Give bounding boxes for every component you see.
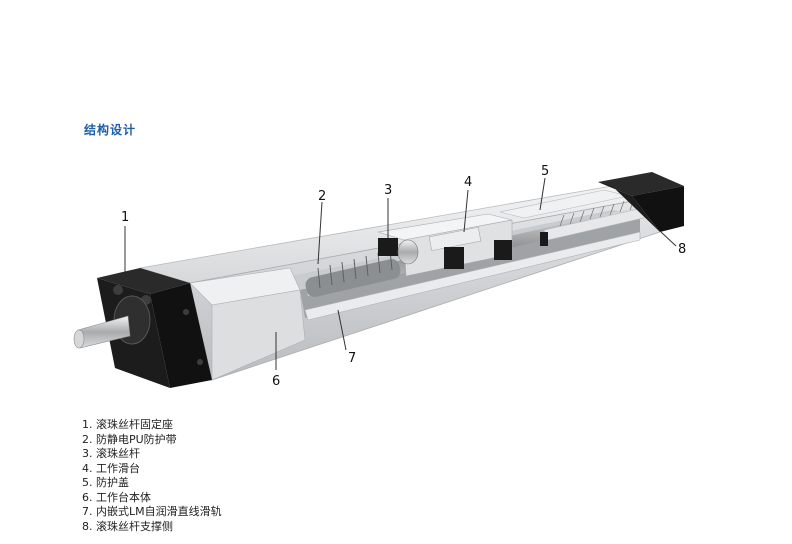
callout-5: 5 <box>541 164 549 179</box>
callout-2: 2 <box>318 189 326 204</box>
linear-guide-rail <box>304 231 641 321</box>
callout-1: 1 <box>121 210 129 225</box>
legend-item: 2. 防静电PU防护带 <box>82 432 177 446</box>
callout-6: 6 <box>272 374 280 389</box>
callout-leaders <box>124 177 677 370</box>
ball-screw-fixed-seat <box>97 268 212 388</box>
linear-module-diagram: 1 2 3 4 5 6 7 8 <box>73 164 686 389</box>
callout-3: 3 <box>384 183 392 198</box>
callout-7: 7 <box>348 351 356 366</box>
component-legend: 1. 滚珠丝杆固定座 2. 防静电PU防护带 3. 滚珠丝杆 4. 工作滑台 5… <box>82 418 222 534</box>
callout-4: 4 <box>464 175 472 190</box>
legend-item: 5. 防护盖 <box>82 476 129 489</box>
ball-screw-support-side <box>598 172 684 232</box>
section-title: 结构设计 <box>84 123 137 137</box>
callout-8: 8 <box>678 242 686 257</box>
legend-item: 3. 滚珠丝杆 <box>82 447 140 460</box>
legend-item: 4. 工作滑台 <box>82 461 140 475</box>
work-slide-table <box>377 213 513 277</box>
pu-dust-belt <box>305 249 401 297</box>
legend-item: 7. 内嵌式LM自润滑直线滑轨 <box>82 505 222 518</box>
protective-cover <box>499 189 653 246</box>
legend-item: 6. 工作台本体 <box>82 490 151 504</box>
legend-item: 8. 滚珠丝杆支撑侧 <box>82 519 173 533</box>
motor-shaft <box>73 315 131 349</box>
work-table-body <box>189 267 306 381</box>
legend-item: 1. 滚珠丝杆固定座 <box>82 418 173 431</box>
